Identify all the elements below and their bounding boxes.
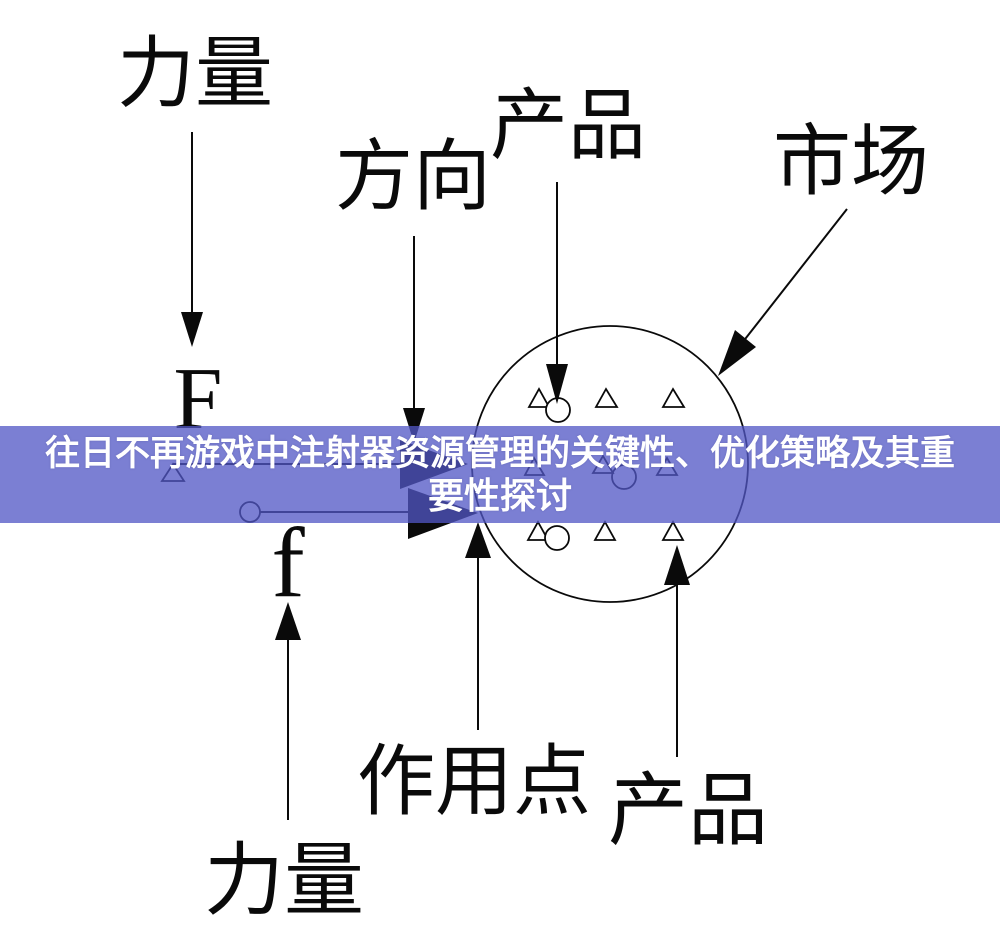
arrow-product-top: [546, 182, 568, 404]
scatter-triangle: [526, 520, 550, 541]
label-force-top: 力量: [117, 30, 273, 117]
scatter-triangle: [594, 387, 619, 408]
banner-title-line2: 要性探讨: [427, 474, 572, 516]
scatter-triangle: [527, 387, 551, 408]
label-direction: 方向: [335, 133, 491, 220]
title-banner: 往日不再游戏中注射器资源管理的关键性、优化策略及其重 要性探讨: [0, 426, 1000, 523]
scatter-shapes-row3: [526, 520, 685, 551]
scatter-triangle: [661, 387, 686, 408]
arrow-application-point: [465, 522, 491, 730]
arrow-direction: [403, 236, 425, 443]
scatter-shapes-row1: [527, 387, 686, 423]
arrow-product-bottom: [664, 545, 690, 757]
banner-title-line1: 往日不再游戏中注射器资源管理的关键性、优化策略及其重: [44, 433, 955, 473]
label-application-point: 作用点: [357, 738, 591, 825]
arrow-force-top: [181, 132, 203, 347]
label-force-bottom: 力量: [204, 838, 364, 926]
scatter-triangle: [593, 520, 617, 541]
label-product-top: 产品: [490, 82, 646, 169]
label-force-symbol-f: f: [271, 507, 305, 618]
label-market: 市场: [773, 118, 929, 205]
scatter-circle: [544, 525, 570, 551]
scatter-circle: [545, 397, 571, 423]
label-product-bottom: 产品: [608, 768, 768, 856]
arrow-force-bottom: [275, 602, 301, 820]
arrow-market: [718, 208, 848, 376]
scatter-triangle: [661, 520, 685, 541]
